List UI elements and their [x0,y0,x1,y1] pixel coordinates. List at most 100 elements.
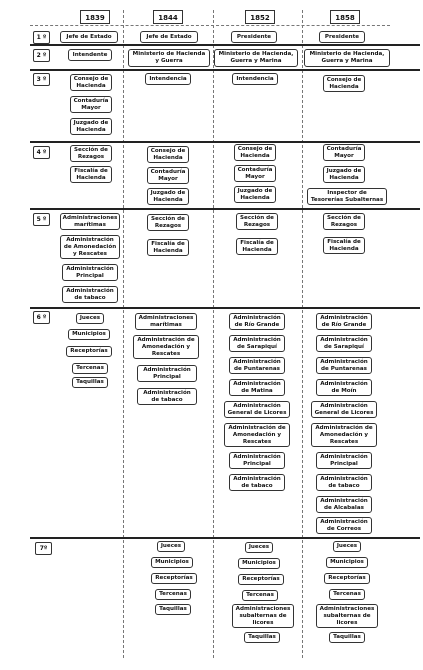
consejo-de-hacienda-box: Consejo de Hacienda [323,75,365,92]
administracion-amonedacion-box: Administración de Amonedación y Rescates [224,423,290,447]
fiscalia-de-hacienda-box: Fiscalía de Hacienda [236,238,278,255]
level-divider [30,44,420,46]
header-rule [30,25,390,26]
level-divider [30,537,420,539]
consejo-de-hacienda-box: Consejo de Hacienda [70,74,112,91]
receptorias-box: Receptorías [66,346,112,357]
intendencia-box: Intendencia [145,73,191,85]
administracion-de-tabaco-box: Administración de tabaco [62,286,118,303]
contaduria-mayor-box: Contaduría Mayor [147,167,189,184]
year-header-1852: 1852 [245,10,275,24]
administracion-moin-box: Administración de Moín [316,379,372,396]
level-label-5: 5 º [33,213,50,226]
column-separator [302,10,303,658]
level-label-1: 1 º [33,31,50,44]
tercenas-box: Tercenas [72,363,108,374]
municipios-box: Municipios [68,329,110,340]
administracion-amonedacion-box: Administración de Amonedación y Rescates [133,335,199,359]
administracion-general-licores-box: Administración General de Licores [224,401,290,418]
year-header-1839: 1839 [80,10,110,24]
tercenas-box: Tercenas [242,590,278,601]
administracion-sarapiqui-box: Administración de Sarapiquí [229,335,285,352]
administracion-sarapiqui-box: Administración de Sarapiquí [316,335,372,352]
consejo-de-hacienda-box: Consejo de Hacienda [234,144,276,161]
seccion-de-rezagos-box: Sección de Rezagos [70,145,112,162]
presidente-box: Presidente [319,31,365,43]
jueces-box: Jueces [245,542,273,553]
administracion-matina-box: Administración de Matina [229,379,285,396]
administracion-principal-box: Administración Principal [316,452,372,469]
level-label-7: 7º [35,542,52,555]
juzgado-de-hacienda-box: Juzgado de Hacienda [234,186,276,203]
seccion-de-rezagos-box: Sección de Rezagos [323,213,365,230]
receptorias-box: Receptorías [238,574,284,585]
receptorias-box: Receptorías [324,573,370,584]
administraciones-maritimas-box: Administraciones marítimas [60,213,120,230]
taquillas-box: Taquillas [72,377,108,388]
administracion-amonedacion-box: Administración de Amonedación y Rescates [60,235,120,259]
tercenas-box: Tercenas [155,589,191,600]
contaduria-mayor-box: Contaduría Mayor [323,144,365,161]
fiscalia-de-hacienda-box: Fiscalía de Hacienda [70,166,112,183]
administracion-de-tabaco-box: Administración de tabaco [229,474,285,491]
administraciones-subalternas-licores-box: Administraciones subalternas de licores [316,604,378,628]
administracion-principal-box: Administración Principal [229,452,285,469]
level-divider [30,69,420,71]
seccion-de-rezagos-box: Sección de Rezagos [147,214,189,231]
consejo-de-hacienda-box: Consejo de Hacienda [147,146,189,163]
ministerio-hacienda-guerra-marina-box: Ministerio de Hacienda, Guerra y Marina [214,49,298,67]
intendente-box: Intendente [68,49,112,61]
administracion-rio-grande-box: Administración de Río Grande [316,313,372,330]
jefe-de-estado-box: Jefe de Estado [140,31,198,43]
ministerio-hacienda-guerra-marina-box: Ministerio de Hacienda, Guerra y Marina [304,49,390,67]
inspector-tesorerias-box: Inspector de Tesorerías Subalternas [307,188,387,205]
administracion-alcabalas-box: Administración de Alcabalas [316,496,372,513]
administracion-amonedacion-box: Administración de Amonedación y Rescates [311,423,377,447]
contaduria-mayor-box: Contaduría Mayor [234,165,276,182]
contaduria-mayor-box: Contaduría Mayor [70,96,112,113]
administracion-de-tabaco-box: Administración de tabaco [316,474,372,491]
administracion-puntarenas-box: Administración de Puntarenas [316,357,372,374]
administracion-principal-box: Administración Principal [62,264,118,281]
level-divider [30,307,420,309]
level-label-3: 3 º [33,73,50,86]
fiscalia-de-hacienda-box: Fiscalía de Hacienda [323,237,365,254]
level-label-4: 4 º [33,146,50,159]
juzgado-de-hacienda-box: Juzgado de Hacienda [147,188,189,205]
seccion-de-rezagos-box: Sección de Rezagos [236,213,278,230]
administracion-puntarenas-box: Administración de Puntarenas [229,357,285,374]
ministerio-hacienda-guerra-box: Ministerio de Hacienda y Guerra [128,49,210,67]
receptorias-box: Receptorías [151,573,197,584]
jueces-box: Jueces [157,541,185,552]
level-divider [30,208,420,210]
column-separator [213,10,214,658]
level-label-2: 2 º [33,49,50,62]
juzgado-de-hacienda-box: Juzgado de Hacienda [323,166,365,183]
administracion-rio-grande-box: Administración de Río Grande [229,313,285,330]
taquillas-box: Taquillas [155,604,191,615]
taquillas-box: Taquillas [244,632,280,643]
administracion-principal-box: Administración Principal [137,365,197,382]
administraciones-subalternas-licores-box: Administraciones subalternas de licores [232,604,294,628]
level-label-6: 6 º [33,311,50,324]
fiscalia-de-hacienda-box: Fiscalía de Hacienda [147,239,189,256]
administracion-de-tabaco-box: Administración de tabaco [137,388,197,405]
level-divider [30,141,420,143]
jueces-box: Jueces [76,313,104,324]
jefe-de-estado-box: Jefe de Estado [60,31,118,43]
administracion-correos-box: Administración de Correos [316,517,372,534]
juzgado-de-hacienda-box: Juzgado de Hacienda [70,118,112,135]
column-separator [123,10,124,658]
presidente-box: Presidente [231,31,277,43]
municipios-box: Municipios [326,557,368,568]
municipios-box: Municipios [238,558,280,569]
jueces-box: Jueces [333,541,361,552]
tercenas-box: Tercenas [329,589,365,600]
intendencia-box: Intendencia [232,73,278,85]
administracion-general-licores-box: Administración General de Licores [311,401,377,418]
municipios-box: Municipios [151,557,193,568]
administraciones-maritimas-box: Administraciones marítimas [135,313,197,330]
year-header-1844: 1844 [153,10,183,24]
year-header-1858: 1858 [330,10,360,24]
